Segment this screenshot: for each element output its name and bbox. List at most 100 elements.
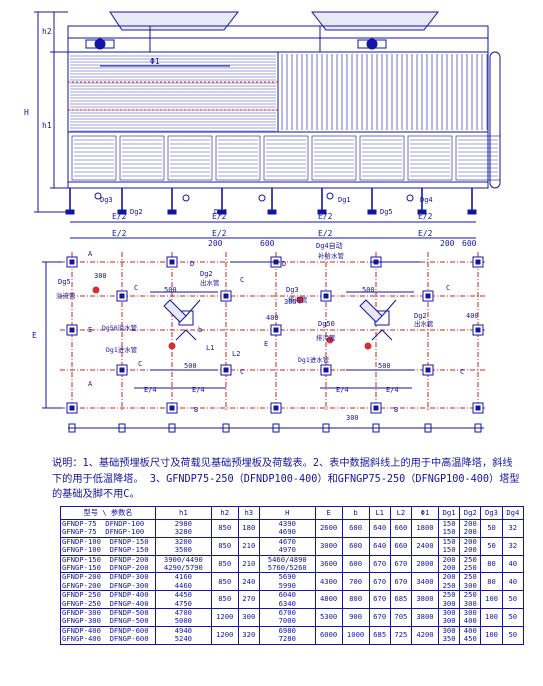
- cell-h1: 3200 3500: [155, 536, 212, 556]
- anchor-c-3: C: [138, 360, 142, 368]
- cell-H: 4390 4690: [258, 519, 316, 538]
- anchor-e-mid: E: [264, 340, 268, 348]
- header-H: H: [258, 506, 316, 520]
- cell-dg4: 50: [501, 608, 525, 627]
- side-pipe: [489, 51, 501, 189]
- cell-dg3: 100: [480, 590, 503, 610]
- spec-table: 型号 \ 参数名 h1 h2 h3 H E b L1 L2 Φ1 Dg1 Dg2…: [60, 506, 525, 645]
- cell-h3: 210: [237, 554, 260, 574]
- bottom-marker: [118, 423, 126, 433]
- header-b: b: [341, 506, 370, 520]
- cell-b: 600: [341, 536, 370, 556]
- table-row: GFNDP-400 DFNDP-600 GFNGP-400 DFNGP-600 4…: [60, 625, 525, 645]
- cell-dg3: 50: [480, 536, 503, 556]
- dim-e4-3: E/4: [336, 386, 349, 394]
- label-dg3-left: Dg3: [286, 286, 299, 294]
- cell-h2: 850: [210, 554, 239, 574]
- base-pad-core: [475, 327, 481, 333]
- cell-L1: 670: [368, 572, 391, 592]
- anchor-c-4: C: [240, 368, 244, 376]
- dim-400-right: 400: [466, 312, 479, 320]
- label-dg4-auto: Dg4自动: [316, 241, 343, 250]
- dim-500-4: 500: [378, 362, 391, 370]
- cell-E: 4800: [314, 590, 343, 610]
- cell-h1: 3900/4490 4290/5790: [155, 554, 212, 574]
- cell-H: 6700 7000: [258, 608, 316, 627]
- cell-dg2: 200 200: [459, 536, 482, 556]
- basin-panel: [215, 135, 261, 181]
- cell-L2: 660: [389, 519, 413, 538]
- cell-dg4: 40: [501, 572, 525, 592]
- pipe-stub: [94, 192, 102, 200]
- cell-dg4: 40: [501, 554, 525, 574]
- pipe-outlet: [168, 342, 176, 350]
- label-overflow: 溢流管: [56, 291, 76, 300]
- leg-foot: [417, 209, 427, 215]
- dim-e2-6: E/2: [212, 229, 227, 238]
- header-phi1: Φ1: [411, 506, 439, 520]
- bottom-marker: [322, 423, 330, 433]
- cell-dg3: 80: [480, 554, 503, 574]
- base-pad-core: [323, 293, 329, 299]
- leg-foot: [217, 209, 227, 215]
- cell-h1: 4160 4460: [155, 572, 212, 592]
- base-pad-core: [475, 259, 481, 265]
- cell-h3: 240: [237, 572, 260, 592]
- cell-model: GFNDP-200 DFNDP-300 GFNGP-200 DFNGP-300: [60, 572, 156, 592]
- label-dg2-left: Dg2: [200, 270, 213, 278]
- dim-b: b: [198, 326, 202, 334]
- cell-dg2: 250 250: [459, 554, 482, 574]
- dim-e2-3: E/2: [318, 212, 333, 221]
- header-h2: h2: [210, 506, 239, 520]
- base-pad-core: [69, 405, 75, 411]
- pipe-dg2: Dg2: [130, 208, 143, 216]
- header-dg1: Dg1: [437, 506, 461, 520]
- cell-dg4: 32: [501, 536, 525, 556]
- cell-phi: 1800: [411, 519, 439, 538]
- pipe-stub: [406, 194, 414, 202]
- base-pad-core: [373, 405, 379, 411]
- cell-dg1: 200 200: [437, 554, 461, 574]
- cell-dg2: 200 200: [459, 519, 482, 538]
- cell-L2: 660: [389, 536, 413, 556]
- cell-L1: 670: [368, 608, 391, 627]
- label-dg1-inlet: Dg1进水管: [106, 345, 138, 354]
- pipe-stub: [258, 194, 266, 202]
- cell-phi: 4200: [411, 625, 439, 645]
- cell-b: 800: [341, 590, 370, 610]
- cell-L2: 725: [389, 625, 413, 645]
- cell-H: 6980 7280: [258, 625, 316, 645]
- anchor-c-6: C: [460, 368, 464, 376]
- basin-panel: [407, 135, 453, 181]
- dim-e2-1: E/2: [112, 212, 127, 221]
- cell-h2: 1200: [210, 608, 239, 627]
- header-E: E: [314, 506, 343, 520]
- basin-panel: [455, 135, 501, 181]
- basin-panel: [71, 135, 117, 181]
- pipe-dg3: Dg3: [100, 196, 113, 204]
- dim-e2-4: E/2: [418, 212, 433, 221]
- cell-b: 700: [341, 572, 370, 592]
- base-pad-core: [475, 405, 481, 411]
- cell-dg2: 250 300: [459, 572, 482, 592]
- pipe-stub: [326, 192, 334, 200]
- cell-H: 6040 6340: [258, 590, 316, 610]
- header-L1: L1: [368, 506, 391, 520]
- pipe-outlet: [296, 296, 304, 304]
- bottom-marker: [424, 423, 432, 433]
- cell-model: GFNDP-300 DFNDP-500 GFNGP-300 DFNGP-500: [60, 608, 156, 627]
- dim-600-left: 600: [260, 239, 275, 248]
- base-pad-core: [69, 327, 75, 333]
- dim-l1: L1: [206, 344, 214, 352]
- cell-h2: 1200: [210, 625, 239, 645]
- cell-h2: 850: [210, 519, 239, 538]
- base-pad-core: [273, 405, 279, 411]
- cell-L2: 670: [389, 572, 413, 592]
- label-outflow: 出水管: [200, 278, 220, 287]
- anchor-d-top: D: [190, 260, 194, 268]
- spec-header-row: 型号 \ 参数名 h1 h2 h3 H E b L1 L2 Φ1 Dg1 Dg2…: [60, 506, 525, 520]
- cell-dg2: 300 400: [459, 608, 482, 627]
- cell-model: GFNDP-400 DFNDP-600 GFNGP-400 DFNGP-600: [60, 625, 156, 645]
